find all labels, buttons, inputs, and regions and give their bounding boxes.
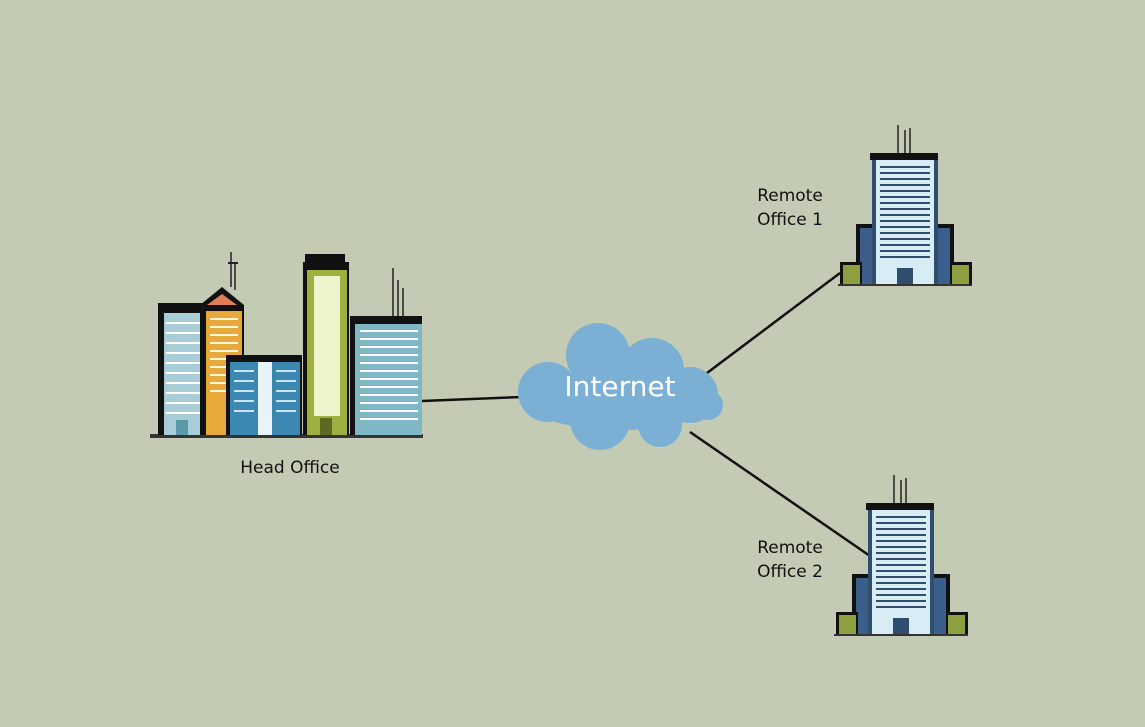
remote-office-1-label-line2: Office 1 <box>757 210 823 230</box>
link-internet-remote-office-2 <box>689 430 871 558</box>
link-head-office-internet <box>421 395 523 403</box>
remote-office-1-building-icon <box>838 125 972 286</box>
remote-office-1-label-line1: Remote <box>757 186 823 206</box>
internet-label: Internet <box>564 370 676 403</box>
head-office-label: Head Office <box>240 458 340 478</box>
remote-office-2-label: Remote Office 2 <box>735 536 845 584</box>
remote-office-2-building-icon <box>834 475 968 636</box>
internet-cloud-icon <box>518 323 723 450</box>
remote-office-1-label: Remote Office 1 <box>735 184 845 232</box>
head-office-city-icon <box>150 252 423 438</box>
link-internet-remote-office-1 <box>702 272 841 377</box>
remote-office-2-label-line1: Remote <box>757 538 823 558</box>
remote-office-2-label-line2: Office 2 <box>757 562 823 582</box>
